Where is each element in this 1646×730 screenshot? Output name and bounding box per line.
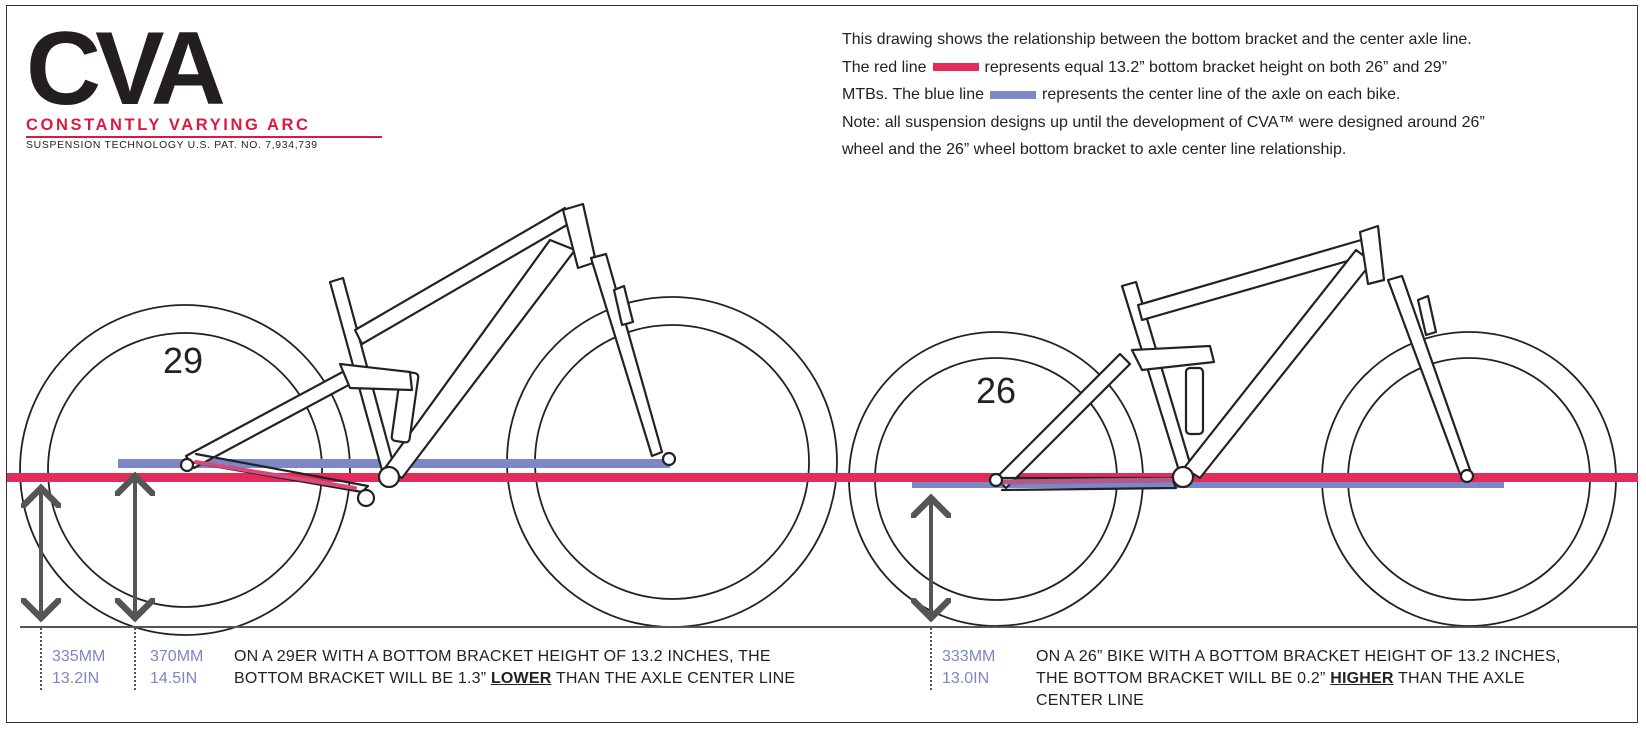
bike29-bb-leader	[40, 628, 42, 690]
ground-line	[20, 626, 1638, 628]
bike29-caption: ON A 29ER WITH A BOTTOM BRACKET HEIGHT O…	[234, 646, 795, 690]
diagram-frame	[6, 5, 1638, 723]
description-line-1: This drawing shows the relationship betw…	[842, 31, 1472, 48]
red-line-label: The red line	[842, 58, 927, 76]
bike26-caption-line-3: CENTER LINE	[1036, 692, 1144, 709]
bike26-axle-mm: 333MM	[942, 648, 996, 665]
bike29-caption-line-2: BOTTOM BRACKET WILL BE 1.3” LOWER THAN T…	[234, 668, 795, 690]
logo-subtitle: CONSTANTLY VARYING ARC	[26, 116, 311, 134]
bike29-frame	[179, 202, 677, 508]
blue-line-text: represents the center line of the axle o…	[1042, 86, 1401, 103]
bike26-caption-line-2b: THAN THE AXLE	[1397, 670, 1525, 687]
bike29-bb-in: 13.2IN	[52, 670, 100, 687]
bike26-caption-emphasis: HIGHER	[1330, 670, 1394, 687]
bike26-caption-line-2: THE BOTTOM BRACKET WILL BE 0.2” HIGHER T…	[1036, 668, 1561, 690]
description-note-2: wheel and the 26” wheel bottom bracket t…	[842, 141, 1347, 158]
bike26-axle-in: 13.0IN	[942, 670, 990, 687]
bike29-axle-mm: 370MM	[150, 648, 204, 665]
logo-rule	[26, 136, 382, 138]
bike29-rear-wheel	[19, 304, 351, 636]
description-line-2: The red line represents equal 13.2” botto…	[842, 54, 1582, 82]
bike26-caption-line-1: ON A 26” BIKE WITH A BOTTOM BRACKET HEIG…	[1036, 648, 1561, 665]
red-line-swatch	[932, 63, 979, 72]
bike26-caption-line-2a: THE BOTTOM BRACKET WILL BE 0.2”	[1036, 670, 1326, 687]
bike29-bb-measure: 335MM 13.2IN	[52, 646, 105, 690]
bike29-caption-emphasis: LOWER	[490, 670, 552, 687]
description-block: This drawing shows the relationship betw…	[842, 26, 1582, 164]
bike26-caption: ON A 26” BIKE WITH A BOTTOM BRACKET HEIG…	[1036, 646, 1561, 712]
bike29-caption-line-1: ON A 29ER WITH A BOTTOM BRACKET HEIGHT O…	[234, 648, 771, 665]
blue-line-swatch	[990, 90, 1036, 99]
logo-tagline: SUSPENSION TECHNOLOGY U.S. PAT. NO. 7,93…	[26, 140, 318, 151]
bike29-caption-line-2b: THAN THE AXLE CENTER LINE	[555, 670, 796, 687]
blue-line-label: MTBs. The blue line	[842, 86, 984, 103]
bike29-axle-leader	[134, 628, 136, 690]
description-note-1: Note: all suspension designs up until th…	[842, 113, 1485, 131]
bike29-axle-measure: 370MM 14.5IN	[150, 646, 203, 690]
bike26-axle-center-line	[912, 479, 1504, 488]
bike26-frame	[988, 224, 1475, 492]
bike26-axle-leader	[930, 628, 932, 690]
bike29-bb-mm: 335MM	[52, 648, 106, 665]
bike29-wheel-size-label: 29	[163, 340, 204, 381]
bike26-wheel-size-label: 26	[976, 370, 1017, 411]
bike29-axle-in: 14.5IN	[150, 670, 198, 687]
cva-logo: CVA CONSTANTLY VARYING ARC SUSPENSION TE…	[26, 11, 386, 151]
bike26-axle-measure: 333MM 13.0IN	[942, 646, 995, 690]
description-line-3: MTBs. The blue line represents the center…	[842, 81, 1582, 109]
bike29-caption-line-2a: BOTTOM BRACKET WILL BE 1.3”	[234, 670, 487, 687]
logo-letters: CVA	[26, 11, 226, 127]
red-line-text: represents equal 13.2” bottom bracket he…	[984, 58, 1448, 76]
bottom-bracket-line	[7, 473, 1638, 482]
